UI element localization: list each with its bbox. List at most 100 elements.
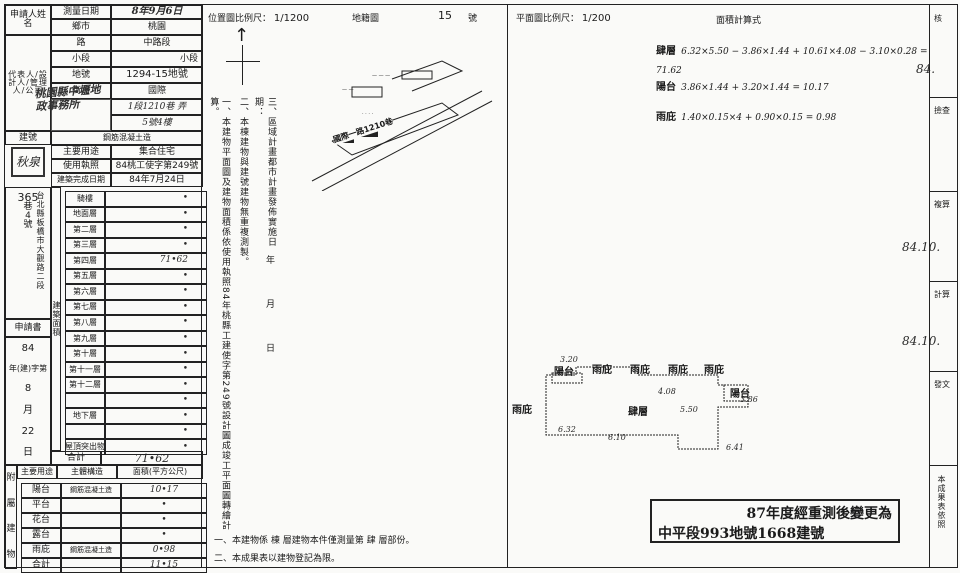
floor-area: • (105, 315, 207, 331)
floor-area: • (105, 361, 207, 378)
floor-name: 騎樓 (65, 191, 105, 207)
strip-label-3: 複算 (934, 200, 950, 209)
applicant-date-label: 申請書 (5, 319, 51, 337)
floor-name: 第十層 (65, 346, 105, 362)
floor-area: • (105, 206, 207, 223)
aux-area: • (121, 498, 207, 513)
floor-name: 第三層 (65, 237, 105, 254)
plan-dim-2: 3.86 (740, 395, 758, 404)
aux-header-area: 面積(平方公尺) (117, 465, 203, 479)
floor-name: 第四層 (65, 253, 105, 269)
stamp-box (51, 99, 111, 131)
floor-area: • (105, 377, 207, 393)
note-2: 二、本棟建物與建號建物無重複測製。 (238, 97, 248, 267)
floor-name: 第九層 (65, 330, 105, 347)
lot: 1294-15地號 (111, 67, 203, 83)
lot-label: 地號 (51, 67, 111, 83)
strip-date-1: 84. (916, 62, 936, 76)
address-label: 街路 (51, 83, 111, 99)
floor-name: 第二層 (65, 222, 105, 238)
footer-1: 一、本建物係 棟 層建物本件僅測量第 肆 層部份。 (214, 536, 415, 546)
building-no-label: 建號 (5, 131, 51, 145)
total-value: 71•62 (101, 451, 203, 465)
address-street: 國際 (111, 83, 203, 99)
stamp2: 秋泉 (11, 147, 45, 177)
aux-use: 陽台 (21, 483, 61, 498)
strip-date-2: 84.10. (902, 240, 941, 254)
floor-area: • (105, 392, 207, 409)
north-cross (226, 61, 260, 62)
remeasure-stamp: 87年度經重測後變更為 中平段993地號1668建號 (650, 499, 900, 543)
strip-rule-1 (930, 97, 958, 98)
map-no-label: 地籍圖 (352, 14, 380, 24)
side-labels: 附 屬 建 物 (5, 465, 17, 569)
right-panel: 平面圖比例尺： 1/200 面積計算式 肆層 6.32×5.50 − 3.86×… (508, 4, 930, 568)
plan-scale: 平面圖比例尺： 1/200 (516, 13, 611, 24)
section-label: 小段 (51, 51, 111, 67)
plan-label-canopy-1: 雨庇 (592, 365, 612, 376)
floor-name: 第十二層 (65, 377, 105, 393)
area-calc-label: 面積計算式 (716, 16, 762, 26)
floor-area: • (105, 222, 207, 238)
floor-name (65, 423, 105, 440)
floor-area: 71•62 (105, 253, 207, 269)
strip-rule-2 (930, 191, 958, 192)
aux-use: 花台 (21, 513, 61, 528)
plan-label-balcony-1: 陽台 (554, 367, 574, 378)
floor-area: • (105, 299, 207, 316)
plan-dim-6: 6.41 (726, 443, 744, 452)
plan-dim-3: 6.32 (558, 425, 576, 434)
strip-label-4: 計算 (934, 290, 950, 299)
floor-area: • (105, 408, 207, 424)
applicant-label: 申請人姓名 (5, 5, 51, 35)
floor-area: • (105, 423, 207, 440)
total-label: 合計 (51, 451, 101, 465)
aux-struct: 鋼筋混凝土造 (61, 483, 121, 498)
completion-date: 84年7月24日 (111, 173, 203, 187)
floor-area: • (105, 237, 207, 254)
aux-area: • (121, 528, 207, 543)
calc-canopy: 雨庇 1.40×0.15×4 + 0.90×0.15 = 0.98 (656, 112, 837, 123)
floor-name: 地面層 (65, 206, 105, 223)
record-date-label: 測量日期 (51, 5, 111, 19)
record-date: 8年9月6日 (111, 5, 203, 19)
svg-text:— — —: — — — (372, 73, 390, 79)
stamp-text: 桃園縣中壢地政事務所 (34, 82, 101, 114)
plan-label-balcony-2: 陽台 (730, 389, 750, 400)
location-map: · · · · — — — — — (311, 60, 493, 191)
floor-plan (545, 366, 749, 450)
license-label: 使用執照 (51, 159, 111, 173)
strip-label-6: 本成果表依照 (937, 475, 946, 529)
footer-2: 二、本成果表以建物登記為限。 (214, 554, 341, 564)
middle-panel: 位置圖比例尺： 1/1200 地籍圖 15 號 ↑ · · · · — — — (202, 4, 508, 568)
aux-use: 平台 (21, 498, 61, 513)
aux-use: 露台 (21, 528, 61, 543)
floor-area: • (105, 191, 207, 207)
completion-label: 建築完成日期 (51, 173, 111, 187)
note-day: 日 (266, 344, 276, 354)
floor-name (65, 392, 105, 409)
strip-rule-5 (930, 465, 958, 466)
county: 桃園 (111, 19, 203, 35)
calc-balcony: 陽台 3.86×1.44 + 3.20×1.44 = 10.17 (656, 82, 829, 93)
floor-area: • (105, 439, 207, 455)
floor-group-label: 建築面積 (51, 187, 61, 451)
floor-name: 第八層 (65, 315, 105, 331)
aux-use: 雨庇 (21, 543, 61, 558)
county-label: 鄉市 (51, 19, 111, 35)
plan-dim-7: 4.08 (658, 387, 676, 396)
floor-name: 第六層 (65, 284, 105, 300)
floor-name: 第七層 (65, 299, 105, 316)
main-use: 集合住宅 (111, 145, 203, 159)
road-label: 路 (51, 35, 111, 51)
calc-floor: 肆層 6.32×5.50 − 3.86×1.44 + 10.61×4.08 − … (656, 46, 928, 76)
address-col: 365 巷 4 號 (5, 187, 51, 319)
location-scale: 位置圖比例尺： 1/1200 (208, 13, 310, 24)
aux-area: • (121, 513, 207, 528)
map-no-suffix: 號 (468, 14, 478, 24)
aux-struct: 鋼筋混凝土造 (61, 543, 121, 558)
map-no: 15 (438, 9, 452, 22)
aux-header-use: 主要用途 (17, 465, 57, 479)
note-month: 月 (266, 300, 276, 310)
section: 小段 (111, 51, 203, 67)
